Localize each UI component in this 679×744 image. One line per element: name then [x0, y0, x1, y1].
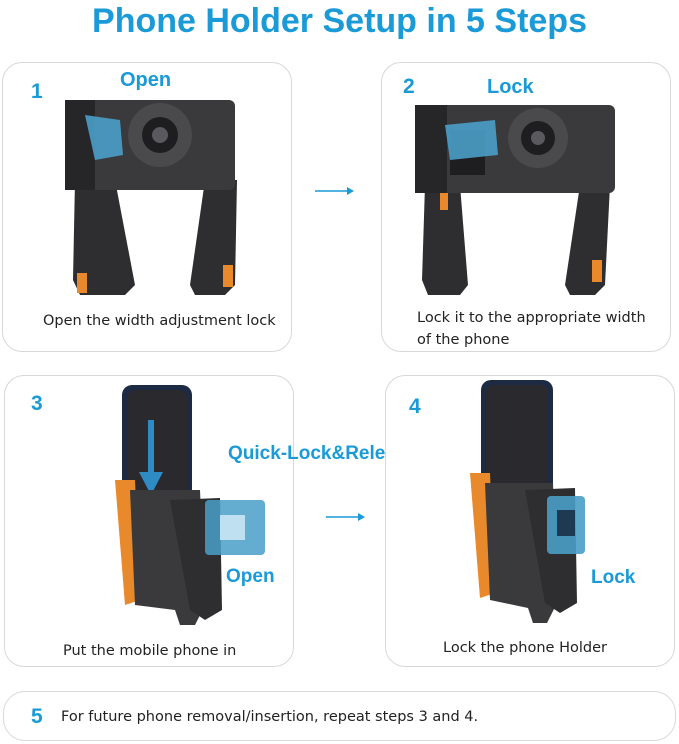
step-1-holder-image: [65, 100, 237, 295]
arrow-right-icon: [326, 513, 365, 521]
step-4-lock-label: Lock: [591, 567, 636, 588]
step-3-quick-lock-label: Quick-Lock&Release: [228, 443, 418, 464]
step-2-caption-line2: of the phone: [417, 332, 510, 348]
step-4-number: 4: [409, 395, 421, 418]
step-1-open-label: Open: [120, 69, 172, 91]
step-3-caption: Put the mobile phone in: [63, 643, 237, 659]
step-2-lock-label: Lock: [487, 76, 534, 98]
step-1-caption: Open the width adjustment lock: [43, 313, 276, 329]
step-5-caption: For future phone removal/insertion, repe…: [61, 709, 479, 725]
step-2-holder-image: [415, 105, 615, 295]
step-2-number: 2: [403, 75, 415, 98]
step-2-caption-line1: Lock it to the appropriate width: [417, 310, 646, 326]
step-3-number: 3: [31, 392, 43, 415]
step-3-open-label: Open: [226, 566, 275, 587]
step-4-holder-image: [470, 380, 585, 623]
step-5-card: [3, 691, 676, 741]
step-3-holder-image: [115, 385, 265, 625]
arrow-right-icon: [315, 187, 354, 195]
page-title: Phone Holder Setup in 5 Steps: [92, 2, 587, 40]
step-5-number: 5: [31, 705, 43, 728]
step-1-number: 1: [31, 80, 43, 103]
step-4-caption: Lock the phone Holder: [443, 640, 607, 656]
